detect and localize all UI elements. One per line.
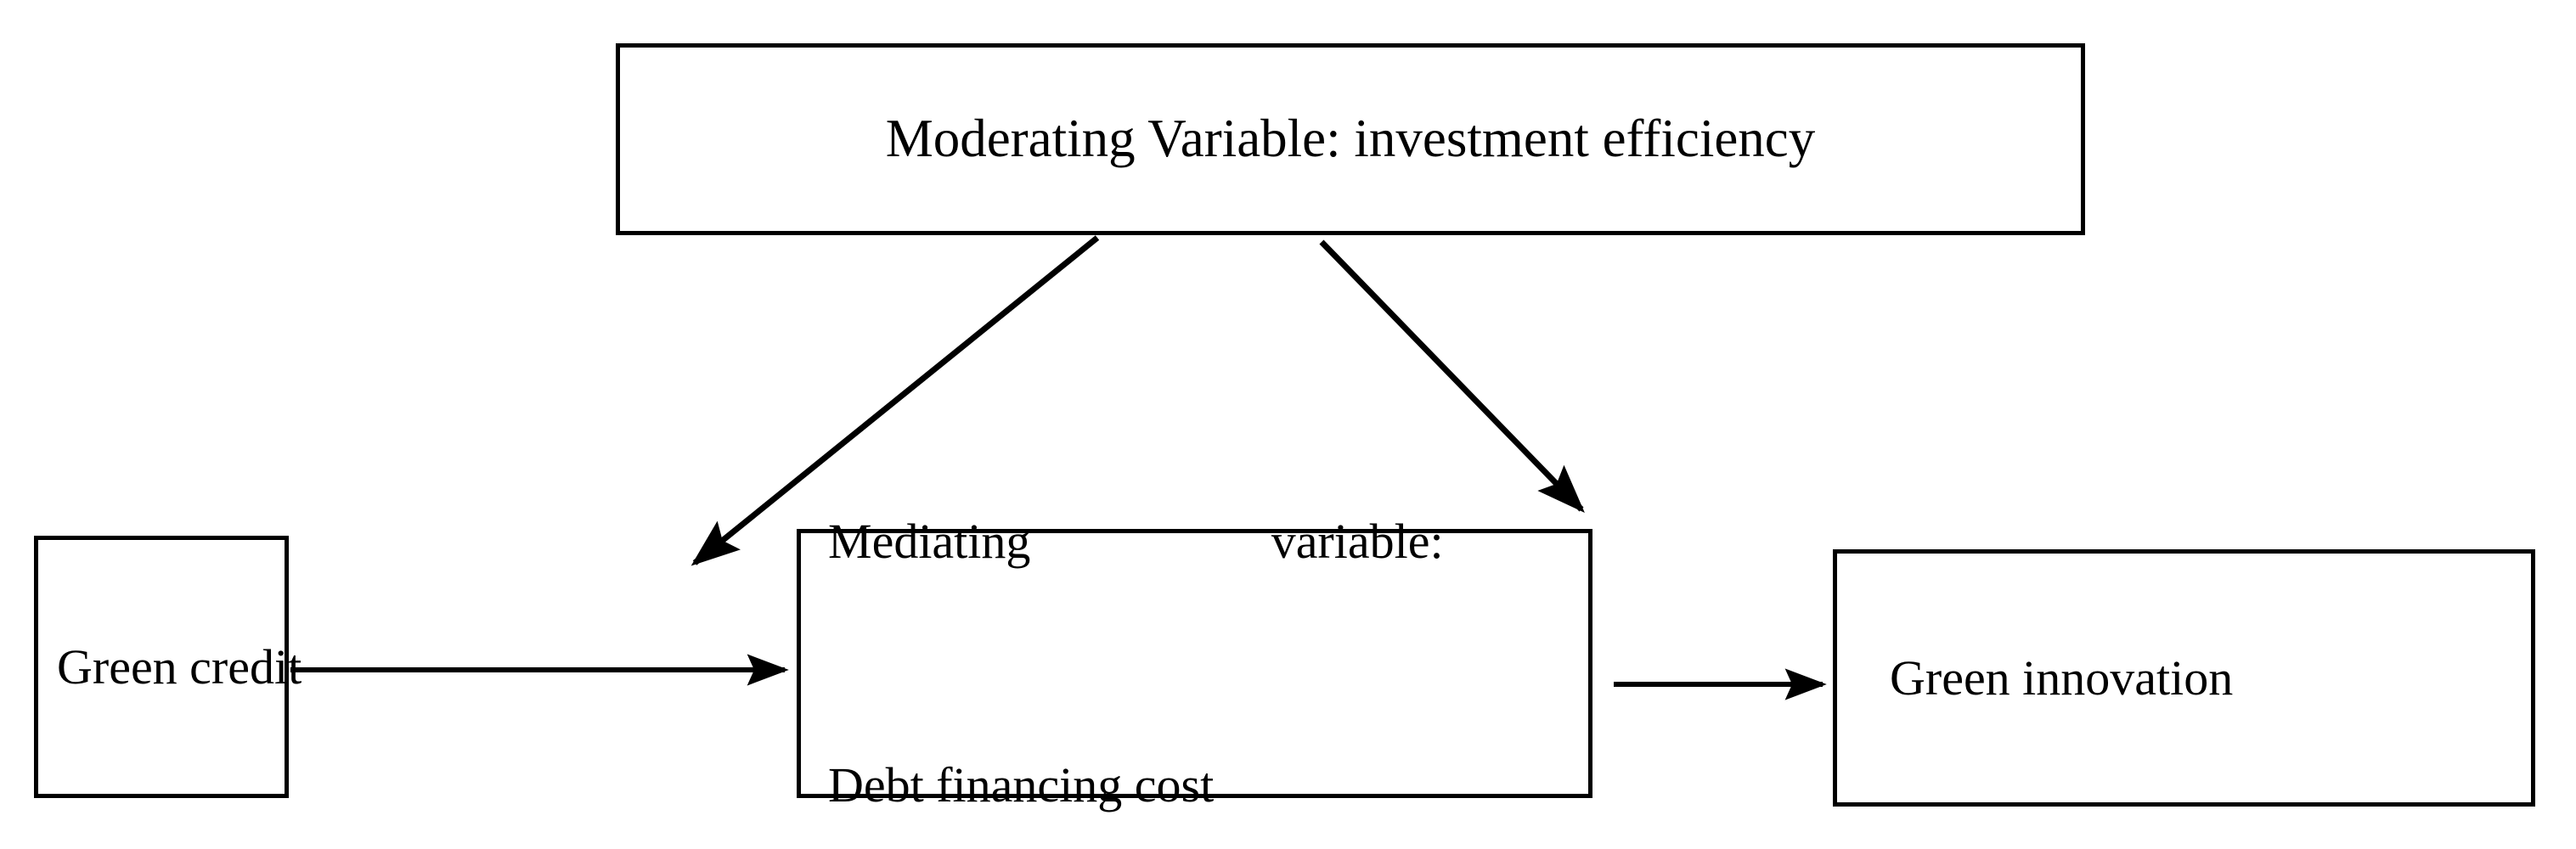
node-mediating-variable-label: Mediating variable: Debt financing cost	[828, 339, 1570, 849]
node-green-innovation-label: Green innovation	[1890, 649, 2234, 706]
node-green-credit-label: Green credit	[57, 638, 302, 694]
node-moderating-variable: Moderating Variable: investment efficien…	[616, 43, 2085, 235]
node-mediating-variable-line1-left: Mediating	[828, 514, 1031, 570]
node-mediating-variable-line2: Debt financing cost	[828, 757, 1215, 813]
node-green-innovation: Green innovation	[1833, 549, 2535, 807]
node-mediating-variable: Mediating variable: Debt financing cost	[797, 514, 1592, 812]
node-mediating-variable-line1: Mediating variable:	[828, 501, 1444, 582]
edge-moderating-to-mediating-left	[691, 235, 1100, 566]
edge-moderating-to-mediating-right	[1319, 239, 1585, 514]
node-green-credit: Green credit	[34, 536, 302, 798]
node-mediating-variable-line1-right: variable:	[1271, 514, 1444, 570]
node-moderating-variable-label: Moderating Variable: investment efficien…	[885, 109, 1816, 169]
